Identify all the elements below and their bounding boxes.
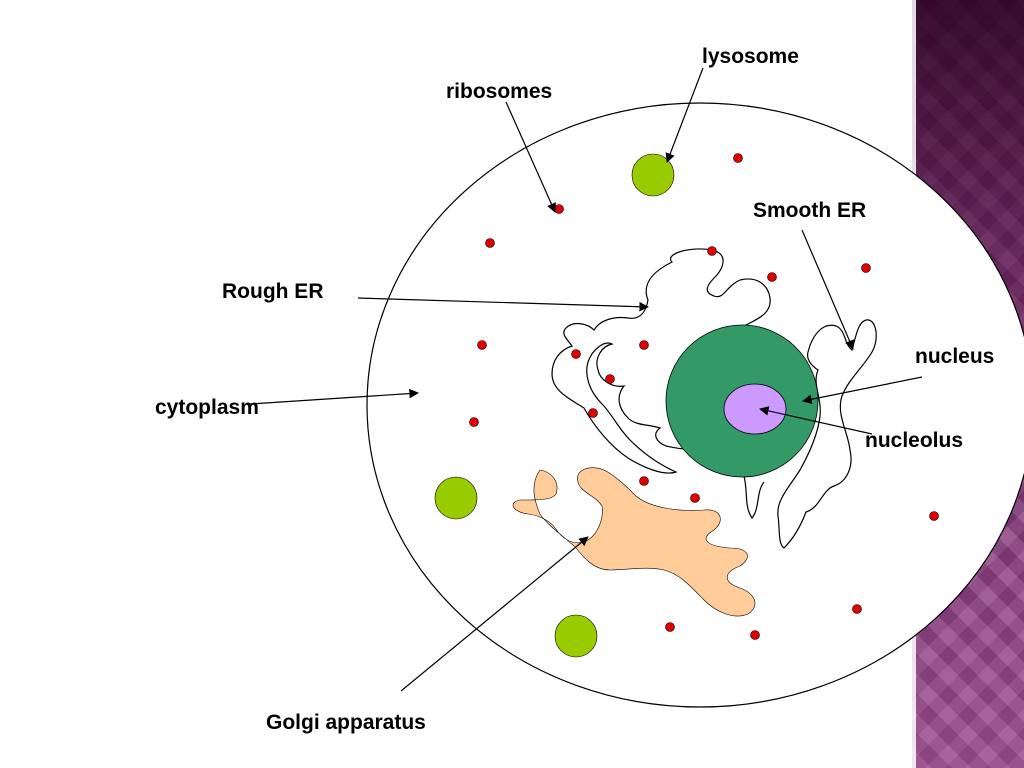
- lysosome: [554, 614, 598, 658]
- ribosome: [665, 622, 675, 632]
- smooth-er: [777, 319, 877, 549]
- label-lysosome: lysosome: [702, 45, 799, 68]
- label-nucleus: nucleus: [915, 345, 994, 368]
- lysosomes: [434, 153, 675, 658]
- label-nucleolus: nucleolus: [865, 429, 963, 452]
- labels: lysosome ribosomes Smooth ER Rough ER nu…: [155, 45, 994, 734]
- label-rough-er: Rough ER: [222, 280, 323, 303]
- leader-lines: [249, 67, 923, 692]
- label-ribosomes: ribosomes: [446, 80, 552, 103]
- label-smooth-er: Smooth ER: [753, 199, 866, 222]
- ribosome: [639, 340, 649, 350]
- golgi-arrow: [400, 536, 589, 692]
- golgi-apparatus: [512, 467, 756, 617]
- smooth-er-fold: [743, 475, 765, 520]
- lysosome-arrow: [665, 67, 704, 163]
- cytoplasm-arrow: [249, 388, 419, 405]
- ribosome: [469, 417, 479, 427]
- ribosome: [485, 238, 495, 248]
- ribosome: [733, 153, 743, 163]
- ribosome: [605, 374, 615, 384]
- ribosome: [750, 630, 760, 640]
- label-golgi-apparatus: Golgi apparatus: [266, 711, 426, 734]
- nucleolus-arrow: [759, 406, 873, 435]
- nucleus-arrow: [802, 376, 923, 404]
- rough-er-arrow: [357, 297, 649, 312]
- ribosomes: [469, 153, 939, 640]
- ribosome: [852, 604, 862, 614]
- nucleolus: [723, 383, 787, 435]
- label-cytoplasm: cytoplasm: [155, 396, 259, 419]
- ribosomes-arrow: [505, 101, 556, 213]
- ribosome: [707, 246, 717, 256]
- ribosome: [554, 204, 564, 214]
- lysosome: [434, 476, 478, 520]
- ribosome: [767, 272, 777, 282]
- ribosome: [690, 493, 700, 503]
- lysosome: [631, 153, 675, 197]
- smooth-er-arrow: [801, 229, 855, 350]
- rough-er: [551, 248, 771, 474]
- ribosome: [639, 476, 649, 486]
- ribosome: [588, 408, 598, 418]
- ribosome: [571, 349, 581, 359]
- ribosome: [477, 340, 487, 350]
- ribosome: [861, 263, 871, 273]
- ribosome: [929, 511, 939, 521]
